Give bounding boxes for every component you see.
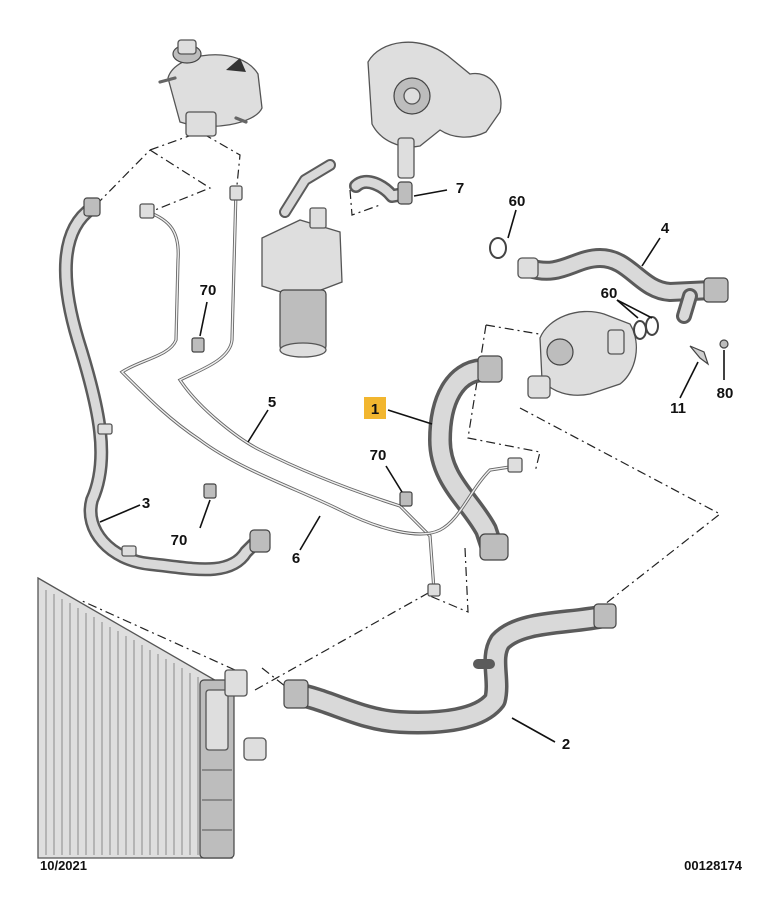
seal-ring	[489, 237, 507, 259]
clip	[191, 337, 205, 353]
pipe-5	[177, 185, 441, 597]
callout-2-label: 2	[562, 736, 570, 753]
callout-70-center-label: 70	[370, 447, 387, 464]
hose-3	[58, 197, 271, 577]
callout-7-label: 7	[456, 180, 464, 197]
hose-7	[349, 174, 413, 205]
clip	[203, 483, 217, 499]
callout-1-label: 1	[371, 401, 379, 418]
callout-3-label: 3	[142, 495, 150, 512]
footer-reference: 00128174	[684, 858, 743, 873]
water-pump-housing	[367, 41, 502, 179]
seal-ring	[645, 316, 659, 336]
callout-60-right-label: 60	[601, 285, 618, 302]
callout-80-label: 80	[717, 385, 734, 402]
seal-ring	[633, 320, 647, 340]
callout-1-highlight	[364, 397, 386, 419]
radiator	[37, 576, 267, 859]
callout-1: 1	[364, 397, 386, 419]
hose-2	[283, 603, 617, 735]
thermostat-housing	[527, 310, 637, 399]
callout-11-label: 11	[670, 400, 686, 417]
expansion-tank	[158, 39, 263, 137]
callout-70-upper-label: 70	[200, 282, 217, 299]
pipe-6	[119, 203, 523, 536]
clip	[399, 491, 413, 507]
radiator-fins	[45, 590, 199, 855]
callout-70-left-label: 70	[171, 532, 188, 549]
clips-70	[191, 337, 413, 507]
bracket-11	[689, 345, 710, 366]
seal-rings	[489, 237, 659, 340]
callout-6-label: 6	[292, 550, 300, 567]
callout-5-label: 5	[268, 394, 276, 411]
leader-lines	[99, 189, 725, 743]
footer-date: 10/2021	[40, 858, 87, 873]
screw-80	[719, 339, 729, 349]
assembly-guide-lines	[79, 131, 722, 691]
callout-4-label: 4	[661, 220, 670, 237]
hose-4	[517, 248, 729, 324]
hose-1	[428, 355, 509, 561]
callout-60-top-label: 60	[509, 193, 526, 210]
oil-cooler-assembly	[261, 159, 343, 358]
